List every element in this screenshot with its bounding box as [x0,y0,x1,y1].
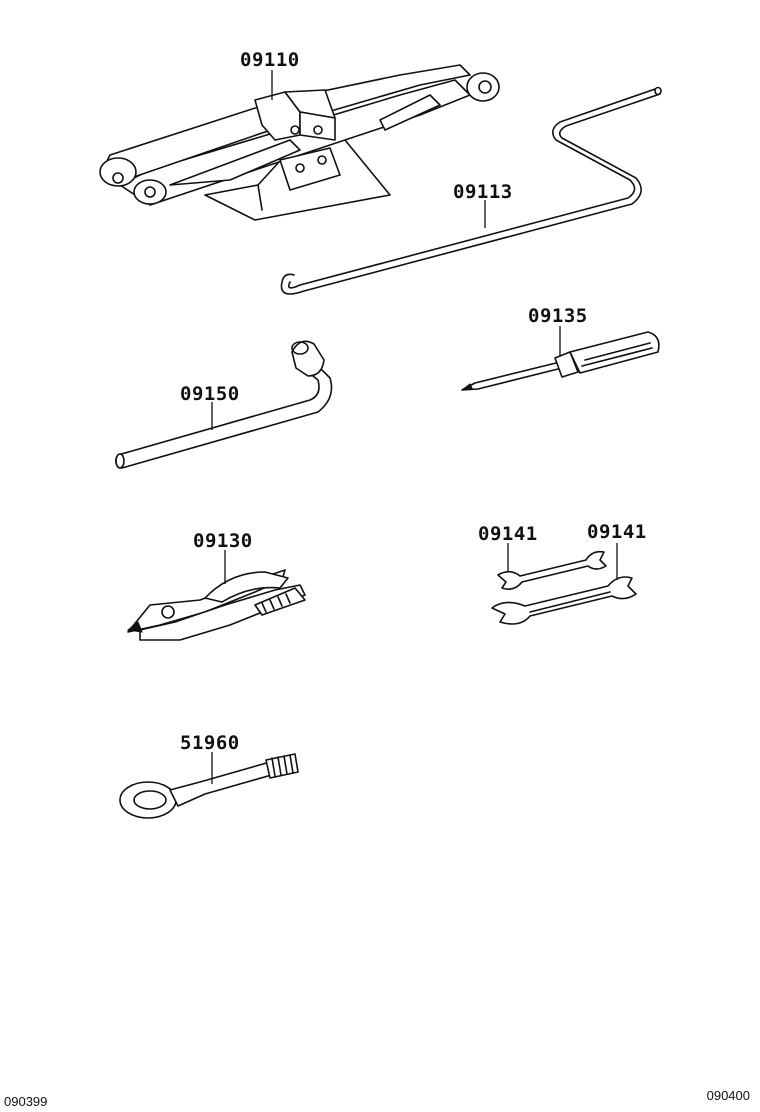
spanner-small-drawing [497,550,607,590]
footer-code-right: 090400 [706,1088,750,1103]
jack-handle-drawing [280,86,662,295]
wheel-nut-wrench-part-number: 09150 [180,383,240,405]
jack-drawing [99,64,500,221]
jack-part-number: 09110 [240,49,300,71]
pliers-drawing [126,569,306,641]
spanner-large-part-number: 09141 [587,521,647,543]
footer-code-left: 090399 [4,1094,48,1109]
screwdriver-drawing [461,331,660,391]
spanner-large-drawing [491,576,637,625]
screwdriver-part-number: 09135 [528,305,588,327]
towing-eye-drawing [119,753,299,819]
pliers-part-number: 09130 [193,530,253,552]
towing-eye-part-number: 51960 [180,732,240,754]
spanner-small-part-number: 09141 [478,523,538,545]
jack-handle-part-number: 09113 [453,181,513,203]
wheel-nut-wrench-drawing [114,340,333,469]
